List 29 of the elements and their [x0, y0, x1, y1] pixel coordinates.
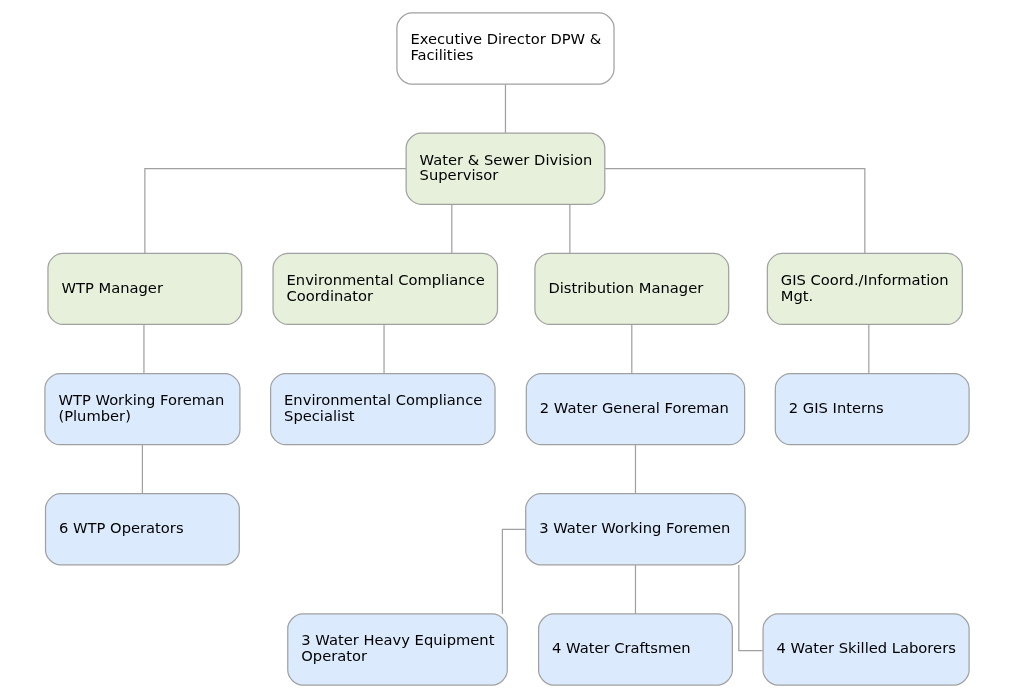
node-box: Environmental Compliance Coordinator [271, 252, 498, 326]
node-box: WTP Working Foreman (Plumber) [43, 372, 241, 446]
node-box: Distribution Manager [533, 252, 729, 326]
node-box: 2 GIS Interns [774, 372, 970, 446]
connector [604, 168, 865, 254]
connector [568, 203, 570, 254]
connector [630, 324, 632, 374]
connector [142, 324, 145, 374]
node-box: WTP Manager [46, 252, 242, 326]
connector [867, 324, 869, 374]
connector [504, 83, 506, 134]
node-box: 6 WTP Operators [44, 493, 240, 566]
node-box: 3 Water Working Foremen [524, 493, 746, 566]
node-box: 4 Water Skilled Laborers [761, 613, 970, 686]
connector [634, 564, 636, 615]
node-box: 4 Water Craftsmen [537, 613, 733, 686]
node-box: Water & Sewer Division Supervisor [405, 132, 605, 205]
node-box: Executive Director DPW & Facilities [395, 12, 615, 85]
node-box: GIS Coord./Information Mgt. [766, 252, 963, 326]
connector [143, 168, 407, 254]
connector [450, 203, 452, 254]
connector [737, 564, 763, 652]
node-box: 3 Water Heavy Equipment Operator [286, 613, 508, 686]
connector [141, 444, 143, 495]
connector [382, 324, 385, 374]
node-box: Environmental Compliance Specialist [269, 372, 496, 446]
node-box: 2 Water General Foreman [525, 372, 745, 446]
connector [501, 528, 526, 615]
connector [634, 444, 636, 495]
